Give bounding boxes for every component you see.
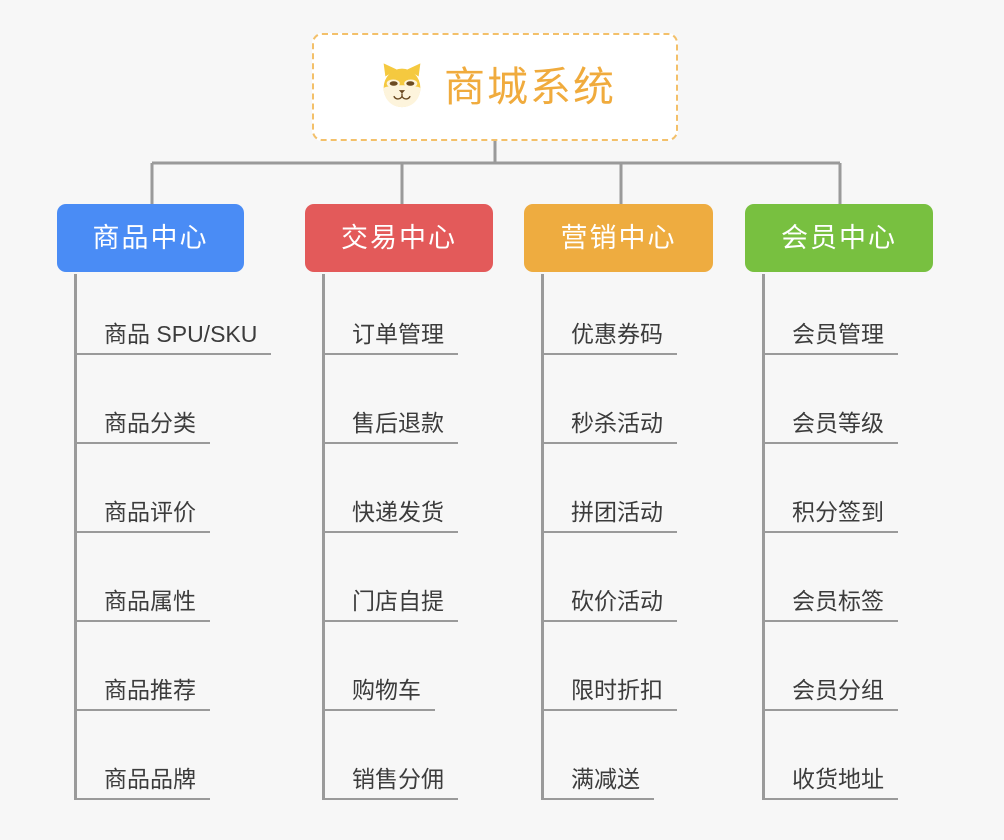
leaf-item-label: 会员标签	[792, 588, 884, 614]
leaf-item-label: 商品 SPU/SKU	[104, 321, 258, 347]
leaf-item-label: 门店自提	[352, 588, 444, 614]
leaf-item-label: 商品分类	[104, 410, 196, 436]
leaf-item-label: 商品推荐	[104, 677, 196, 703]
leaf-item-underline	[762, 620, 898, 622]
leaf-item-underline	[541, 709, 677, 711]
leaf-item-underline	[762, 442, 898, 444]
leaf-item-underline	[322, 442, 458, 444]
leaf-item-underline	[74, 798, 210, 800]
leaf-item-underline	[74, 709, 210, 711]
leaf-item-underline	[762, 353, 898, 355]
leaf-item-underline	[762, 531, 898, 533]
column-spine	[74, 274, 77, 799]
leaf-item-underline	[762, 798, 898, 800]
leaf-item-label: 拼团活动	[571, 499, 663, 525]
leaf-item-underline	[322, 531, 458, 533]
leaf-item-label: 会员分组	[792, 677, 884, 703]
leaf-item-underline	[74, 353, 271, 355]
category-node-4[interactable]: 会员中心	[745, 204, 933, 272]
leaf-item-underline	[74, 620, 210, 622]
leaf-item-label: 优惠券码	[571, 321, 663, 347]
column-spine	[762, 274, 765, 799]
leaf-item-label: 收货地址	[792, 766, 884, 792]
category-node-3[interactable]: 营销中心	[524, 204, 713, 272]
leaf-item-underline	[74, 531, 210, 533]
leaf-item-underline	[762, 709, 898, 711]
root-node-title: 商城系统	[444, 63, 616, 110]
category-node-1[interactable]: 商品中心	[57, 204, 244, 272]
leaf-item-label: 砍价活动	[571, 588, 663, 614]
leaf-item-underline	[541, 798, 654, 800]
leaf-item-underline	[541, 531, 677, 533]
leaf-item-label: 会员等级	[792, 410, 884, 436]
leaf-item-underline	[541, 353, 677, 355]
leaf-item-underline	[322, 620, 458, 622]
leaf-item-label: 订单管理	[352, 321, 444, 347]
leaf-item-label: 商品评价	[104, 499, 196, 525]
leaf-item-label: 积分签到	[792, 499, 884, 525]
leaf-item-underline	[322, 709, 435, 711]
leaf-item-underline	[541, 442, 677, 444]
leaf-item-underline	[322, 798, 458, 800]
leaf-item-label: 商品品牌	[104, 766, 196, 792]
category-node-2[interactable]: 交易中心	[305, 204, 493, 272]
leaf-item-underline	[541, 620, 677, 622]
column-spine	[322, 274, 325, 799]
root-node-content: 商城系统	[374, 59, 616, 115]
category-node-label: 商品中心	[92, 222, 209, 253]
leaf-item-label: 快递发货	[352, 499, 444, 525]
leaf-item-label: 售后退款	[352, 410, 444, 436]
leaf-item-label: 会员管理	[792, 321, 884, 347]
category-node-label: 会员中心	[781, 222, 897, 253]
leaf-item-label: 销售分佣	[352, 766, 444, 792]
root-node-mall-system[interactable]: 商城系统	[312, 33, 678, 141]
leaf-item-underline	[322, 353, 458, 355]
leaf-item-label: 限时折扣	[571, 677, 663, 703]
category-node-label: 营销中心	[560, 222, 677, 253]
leaf-item-label: 满减送	[571, 766, 640, 792]
leaf-item-label: 购物车	[352, 677, 421, 703]
category-node-label: 交易中心	[341, 222, 457, 253]
leaf-item-underline	[74, 442, 210, 444]
column-spine	[541, 274, 544, 799]
leaf-item-label: 秒杀活动	[571, 410, 663, 436]
shiba-dog-icon	[383, 63, 421, 108]
leaf-item-label: 商品属性	[104, 588, 196, 614]
